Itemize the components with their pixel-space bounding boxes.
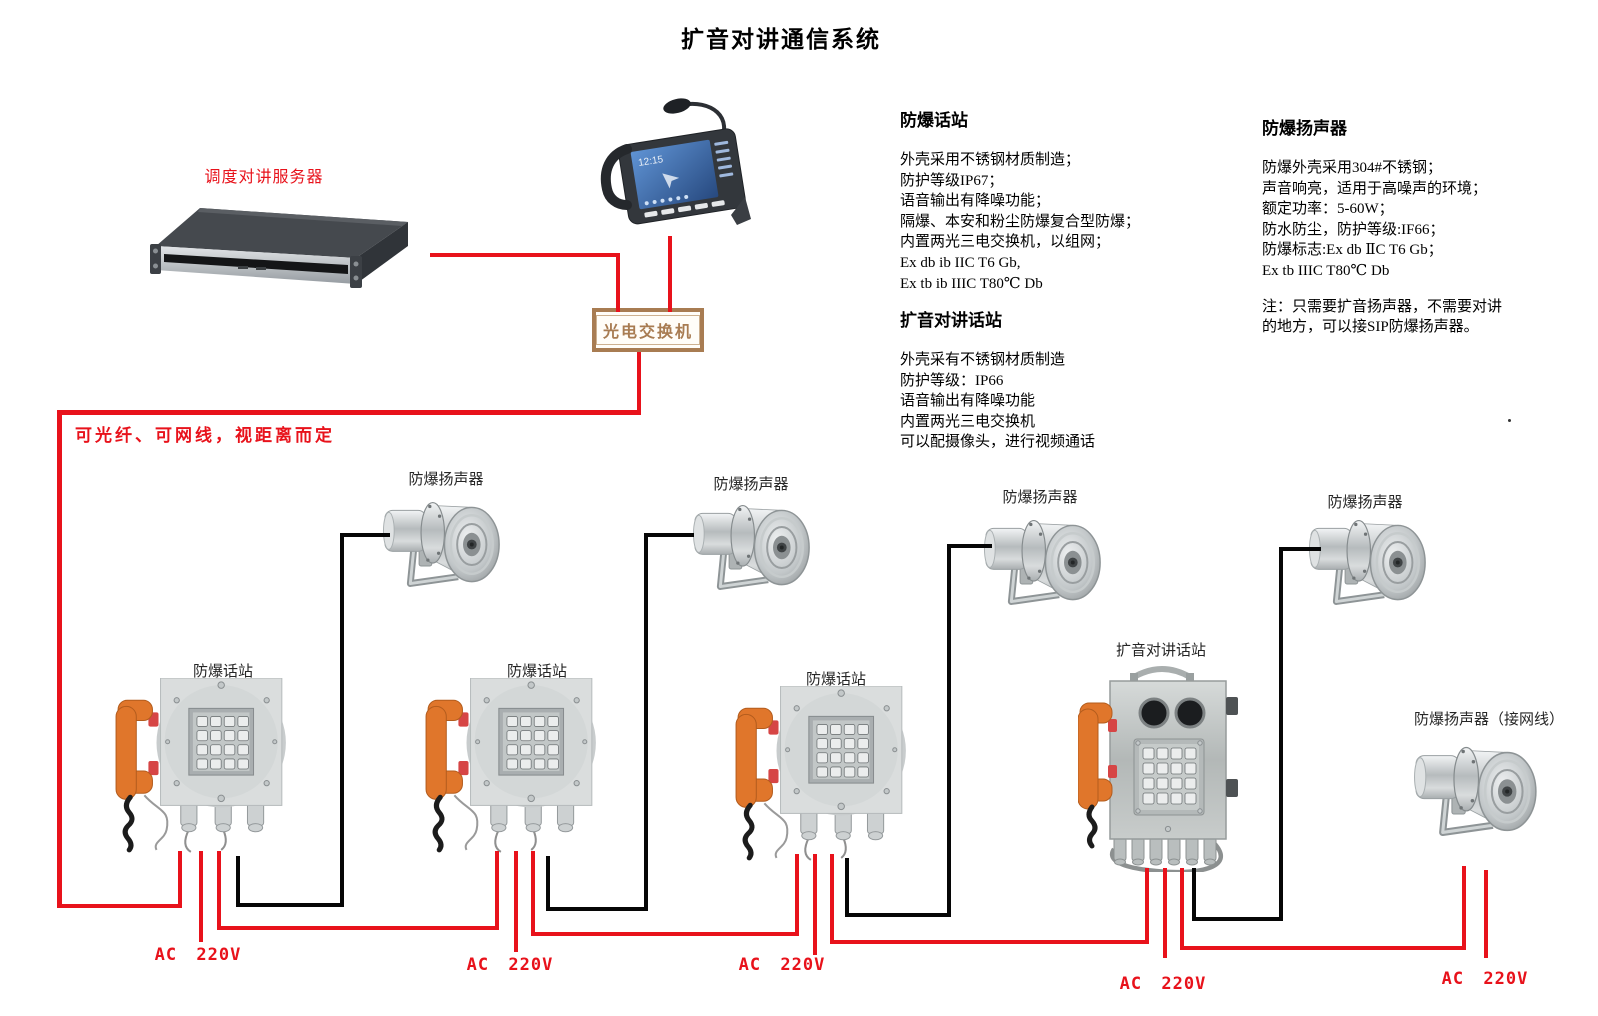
station-3-image: [730, 686, 917, 863]
spec-line: 额定功率：5-60W；: [1262, 201, 1394, 218]
spec-line: 防护等级IP67；: [900, 172, 1004, 189]
spec-line: 声音响亮，适用于高噪声的环境；: [1262, 180, 1488, 197]
station-1-label: 防爆话站: [192, 663, 254, 680]
wire-speaker3-drop: [947, 546, 951, 917]
spec-line: 外壳采有不锈钢材质制造: [900, 352, 1066, 368]
wire-server-to-switch-h: [430, 253, 620, 257]
wire-pa-net-out: [1180, 868, 1184, 950]
wire-speaker2-drop: [644, 535, 648, 911]
net-speaker-image: [1413, 738, 1541, 846]
spec-line: Ex db ib IIC T6 Gb,: [900, 254, 1021, 271]
spec-heading-exproof-station: 防爆话站: [900, 111, 968, 130]
station-1-image: [110, 678, 297, 855]
wire-net-speaker-power: [1484, 870, 1488, 958]
spec-line: Ex tb ib IIIC T80℃ Db: [900, 275, 1043, 292]
station-2-image: [420, 678, 607, 855]
wire-station2-speaker-v: [546, 856, 550, 911]
optical-switch-box: 光电交换机: [592, 308, 704, 352]
wire-pa-power: [1163, 868, 1167, 958]
spec-note-line: 的地方，可以接SIP防爆扬声器。: [1262, 319, 1479, 336]
wire-station2-to-station3: [531, 932, 799, 936]
fiber-or-cable-note: 可光纤、可网线，视距离而定: [75, 426, 335, 445]
optical-switch-label: 光电交换机: [596, 315, 701, 345]
spec-heading-pa-station: 扩音对讲话站: [900, 311, 1002, 330]
speaker-4-label: 防爆扬声器: [1327, 494, 1403, 511]
spec-block-speaker: 防爆扬声器 防爆外壳采用304#不锈钢； 声音响亮，适用于高噪声的环境； 额定功…: [1262, 114, 1592, 338]
spec-note-line: 注：只需要扩音扬声器，不需要对讲: [1262, 298, 1503, 315]
ac-220v-label-2: AC 220V: [466, 955, 554, 975]
spec-line: Ex tb IIIC T80℃ Db: [1262, 262, 1390, 279]
wire-speaker4-stub: [1279, 547, 1321, 551]
wire-speaker1-stub: [340, 533, 390, 537]
wire-pa-net-in: [1145, 868, 1149, 944]
wire-speaker1-drop: [340, 535, 344, 907]
dispatcher-ip-phone-image: [593, 97, 768, 247]
wire-station2-speaker-h: [546, 907, 648, 911]
spec-heading-speaker: 防爆扬声器: [1262, 119, 1347, 138]
wire-trunk-to-station1: [57, 904, 182, 908]
spec-line: 防护等级：IP66: [900, 372, 1004, 389]
wire-station1-power: [199, 851, 203, 942]
wire-speaker2-stub: [644, 533, 694, 537]
station-2-label: 防爆话站: [506, 663, 568, 680]
speaker-3-image: [983, 511, 1105, 615]
speaker-1-label: 防爆扬声器: [408, 471, 484, 488]
page-title: 扩音对讲通信系统: [681, 27, 881, 52]
wire-station1-net-out: [217, 851, 221, 930]
wire-server-to-switch-v: [616, 253, 620, 312]
spec-line: 可以配摄像头，进行视频通话: [900, 434, 1096, 451]
wire-trunk-top-h: [57, 410, 641, 415]
spec-line: 防水防尘，防护等级:IF66；: [1262, 221, 1445, 238]
spec-block-pa-station: 扩音对讲话站 外壳采有不锈钢材质制造 防护等级：IP66 语音输出有降噪功能 内…: [900, 306, 1260, 453]
wire-station3-speaker-h: [845, 913, 951, 917]
wire-station2-power: [514, 851, 518, 952]
wire-station1-net-in: [178, 851, 182, 908]
spec-line: 语音输出有降噪功能: [900, 393, 1036, 410]
wire-net-speaker-net-in: [1462, 866, 1466, 950]
spec-line: 内置两光三电交换机: [900, 413, 1036, 430]
wire-pa-speaker-h: [1192, 917, 1283, 921]
spec-line: 外壳采用不锈钢材质制造；: [900, 152, 1081, 168]
wire-station3-to-pa: [830, 940, 1149, 944]
spec-line: 防爆标志:Ex db ⅡC T6 Gb；: [1262, 242, 1443, 259]
spec-line: 防爆外壳采用304#不锈钢；: [1262, 160, 1443, 176]
spec-block-exproof-station: 防爆话站 外壳采用不锈钢材质制造； 防护等级IP67； 语音输出有降噪功能； 隔…: [900, 106, 1260, 294]
speaker-3-label: 防爆扬声器: [1002, 489, 1078, 506]
spec-line: 隔爆、本安和粉尘防爆复合型防爆；: [900, 213, 1141, 230]
spec-line: 语音输出有降噪功能；: [900, 193, 1051, 210]
wire-switch-down: [637, 352, 641, 414]
wire-pa-speaker-v: [1192, 868, 1196, 921]
ac-220v-label-5: AC 220V: [1441, 969, 1529, 989]
speaker-2-image: [692, 496, 814, 600]
wire-speaker4-drop: [1279, 549, 1283, 921]
station-3-label: 防爆话站: [805, 671, 867, 688]
wire-station3-power: [813, 854, 817, 955]
spec-line: 内置两光三电交换机，以组网；: [900, 234, 1111, 251]
wire-station1-speaker-v: [236, 856, 240, 907]
ac-220v-label-4: AC 220V: [1119, 974, 1207, 994]
wire-station1-to-station2: [217, 926, 499, 930]
wire-trunk-left-v: [57, 410, 62, 908]
wire-phone-to-switch: [668, 236, 672, 312]
pa-station-label: 扩音对讲话站: [1115, 642, 1207, 659]
dispatch-server-image: [150, 198, 415, 298]
wire-station1-speaker-h: [236, 903, 344, 907]
ac-220v-label-3: AC 220V: [738, 955, 826, 975]
stray-mark: [1508, 419, 1511, 422]
wire-station3-net-in: [795, 854, 799, 936]
wire-station2-net-out: [531, 851, 535, 936]
speaker-4-image: [1308, 511, 1430, 615]
pa-station-image: [1078, 660, 1243, 872]
wire-station2-net-in: [495, 851, 499, 930]
speaker-1-image: [382, 493, 504, 597]
ac-220v-label-1: AC 220V: [154, 945, 242, 965]
net-speaker-label: 防爆扬声器（接网线）: [1413, 711, 1565, 728]
dispatch-server-label: 调度对讲服务器: [204, 169, 324, 186]
wire-station3-net-out: [830, 854, 834, 944]
wire-station3-speaker-v: [845, 858, 849, 917]
wire-speaker3-stub: [947, 544, 992, 548]
speaker-2-label: 防爆扬声器: [713, 476, 789, 493]
wire-pa-to-net-speaker: [1180, 946, 1466, 950]
